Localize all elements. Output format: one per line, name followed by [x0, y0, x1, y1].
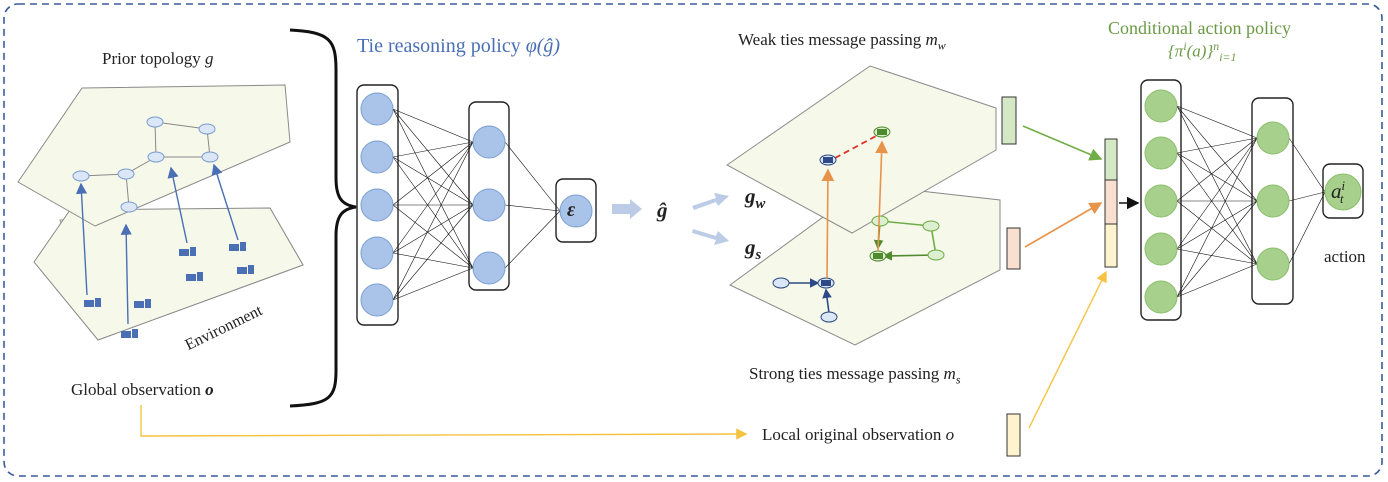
- network-edge: [392, 108, 474, 269]
- conditional-action-network: [1140, 79, 1364, 321]
- network-edge: [1176, 263, 1258, 298]
- network-edge: [504, 210, 561, 269]
- topology-graph: [72, 116, 219, 213]
- network-edge: [392, 204, 474, 269]
- network-edge: [1176, 137, 1258, 298]
- network-edge: [392, 141, 474, 301]
- network-edge: [1288, 137, 1326, 193]
- network-edge: [1176, 105, 1258, 202]
- network-edge: [1176, 105, 1258, 265]
- concatenated-vector: [1104, 138, 1118, 268]
- network-edge: [392, 108, 474, 143]
- network-edge: [1176, 248, 1258, 265]
- network-edge: [1176, 137, 1258, 154]
- curly-brace: [289, 28, 357, 408]
- network-edge: [392, 108, 474, 206]
- conditional-policy-title: Conditional action policy: [1108, 18, 1291, 38]
- network-edge: [392, 156, 474, 206]
- outer-border: [3, 3, 1383, 477]
- network-edge: [392, 141, 474, 206]
- strong-ties-label: Strong ties message passing ms: [749, 364, 961, 387]
- weak-to-concat-arrow: [1022, 125, 1103, 161]
- action-label: action: [1324, 247, 1366, 266]
- weak-ties-graph: [819, 126, 891, 166]
- g-w-label: gw: [745, 184, 766, 213]
- network-edge: [504, 141, 561, 212]
- g-hat-label: ĝ: [657, 198, 668, 222]
- prior-topology-label: Prior topology g: [102, 49, 214, 68]
- network-edge: [1176, 152, 1258, 202]
- epsilon-label: ε: [567, 199, 576, 221]
- network-edge: [1288, 191, 1326, 265]
- network-edge: [392, 156, 474, 269]
- network-edge: [1176, 105, 1258, 139]
- weak-message-vector: [1001, 96, 1017, 145]
- network-edge: [1176, 200, 1258, 265]
- local-observation-label: Local original observation o: [762, 425, 955, 444]
- network-edge: [1176, 137, 1258, 250]
- environment-agents: [84, 242, 254, 338]
- observation-arrows: [75, 163, 239, 325]
- environment-plane: [33, 207, 304, 341]
- network-edge: [1176, 200, 1258, 298]
- network-edge: [1176, 200, 1258, 250]
- g-s-label: gs: [745, 235, 762, 264]
- weak-ties-plane: [726, 65, 997, 234]
- strong-to-concat-arrow: [1024, 202, 1103, 248]
- strong-ties-graph: [772, 215, 945, 323]
- flow-chevrons: [612, 193, 729, 245]
- global-observation-label: Global observation o: [71, 380, 214, 399]
- weak-ties-label: Weak ties message passing mw: [738, 30, 946, 53]
- network-edge: [1176, 152, 1258, 265]
- tie-reasoning-network: [356, 84, 597, 326]
- network-edge: [392, 267, 474, 301]
- local-observation-vector: [1006, 413, 1021, 457]
- network-edge: [392, 204, 474, 254]
- network-edge: [392, 141, 474, 158]
- global-to-local-arrow: [140, 405, 748, 440]
- network-edge: [504, 204, 561, 212]
- strong-message-vector: [1006, 227, 1021, 270]
- network-edge: [1288, 191, 1326, 202]
- tie-reasoning-title: Tie reasoning policy φ(ĝ): [357, 35, 561, 57]
- local-to-concat-arrow: [1028, 270, 1107, 429]
- network-edge: [392, 141, 474, 254]
- network-edge: [392, 204, 474, 301]
- conditional-policy-formula: {πi(a)}ni=1: [1168, 39, 1237, 65]
- network-edge: [1176, 137, 1258, 202]
- action-variable-label: ait: [1331, 179, 1345, 207]
- cross-plane-arrows: [821, 140, 888, 279]
- network-edge: [392, 252, 474, 269]
